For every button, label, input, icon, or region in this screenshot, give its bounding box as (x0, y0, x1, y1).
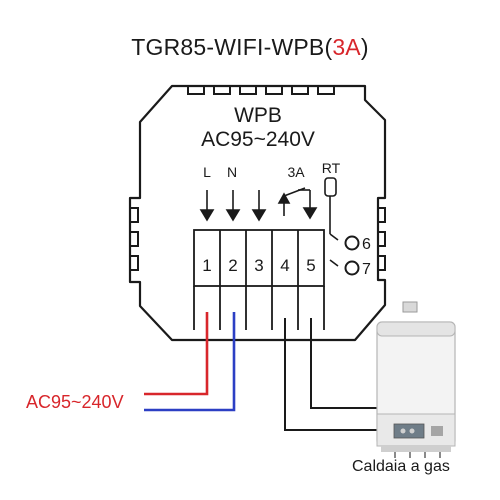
device-voltage-label: AC95~240V (201, 128, 315, 151)
title-current-rating: 3A (332, 34, 361, 60)
device-model-label: WPB (234, 104, 282, 127)
housing-left-notches (130, 207, 139, 271)
terminal-7: 7 (362, 261, 371, 278)
terminal-6: 6 (362, 236, 371, 253)
gas-boiler-icon (376, 301, 456, 458)
title-open-paren: ( (324, 34, 333, 60)
relay-switch-symbol (277, 187, 318, 220)
terminal-4: 4 (280, 256, 289, 275)
diagram-title: TGR85-WIFI-WPB(3A) (0, 34, 500, 61)
neutral-wire (144, 312, 236, 412)
sensor-label-rt: RT (322, 160, 341, 176)
terminal-2: 2 (228, 256, 237, 275)
boiler-wire-terminal-4 (284, 318, 404, 431)
sensor-probe-icon (324, 177, 339, 267)
housing-right-notches (378, 207, 386, 271)
sensor-terminals (344, 235, 360, 276)
power-supply-label: AC95~240V (26, 392, 124, 412)
title-model: TGR85-WIFI-WPB (131, 34, 325, 60)
boiler-label: Caldaia a gas (352, 458, 450, 475)
live-wire (144, 312, 209, 396)
terminal-label-l: L (203, 164, 211, 180)
input-arrows (199, 190, 267, 222)
title-close-paren: ) (360, 34, 369, 60)
terminal-1: 1 (202, 256, 211, 275)
terminal-block (193, 229, 325, 330)
thermostat-housing (128, 84, 387, 342)
terminal-3: 3 (254, 256, 263, 275)
housing-top-notches (187, 86, 335, 95)
relay-rating-label: 3A (287, 164, 305, 180)
terminal-label-n: N (227, 164, 237, 180)
boiler-wire-terminal-5 (310, 318, 404, 409)
terminal-5: 5 (306, 256, 315, 275)
